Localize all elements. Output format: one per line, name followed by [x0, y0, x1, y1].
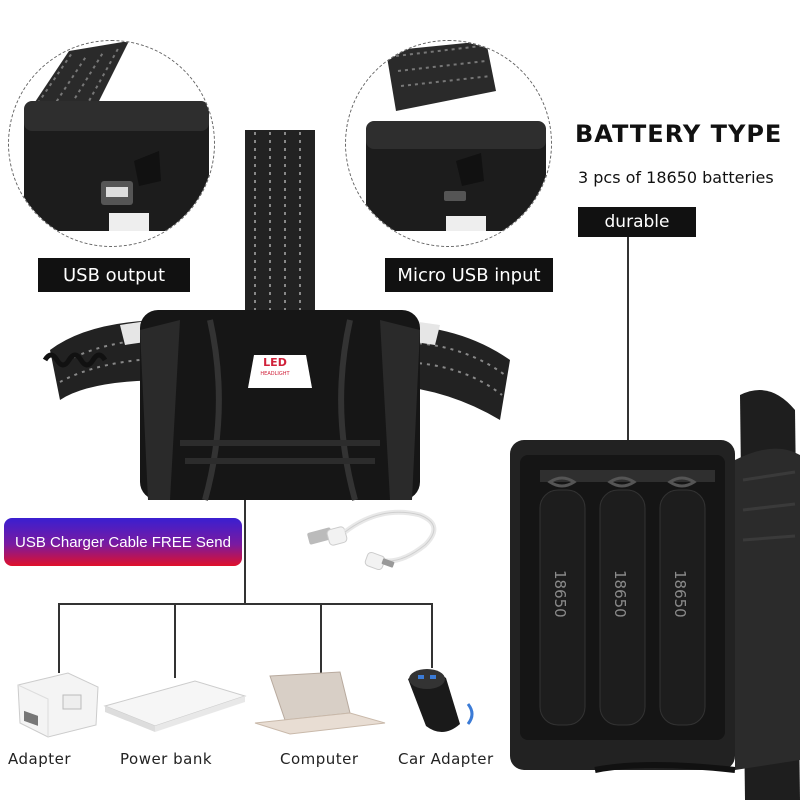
usb-output-label: USB output	[38, 258, 190, 292]
battery-description: 3 pcs of 18650 batteries	[578, 168, 774, 187]
tree-stem-line	[244, 500, 246, 604]
battery-marking-2: 18650	[611, 570, 629, 618]
device-label-adapter: Adapter	[8, 750, 72, 768]
wall-adapter-icon	[17, 672, 99, 738]
battery-marking-3: 18650	[671, 570, 689, 618]
device-label-car-adapter: Car Adapter	[398, 750, 494, 768]
usb-cable-image	[307, 509, 437, 571]
tree-branch-car	[431, 603, 433, 668]
usb-output-detail-image	[24, 41, 209, 231]
device-label-power-bank: Power bank	[120, 750, 213, 768]
tree-branch-adapter	[58, 603, 60, 673]
led-badge-text: LED	[263, 356, 287, 369]
device-label-computer: Computer	[280, 750, 359, 768]
durable-label: durable	[578, 207, 696, 237]
micro-usb-input-label: Micro USB input	[385, 258, 553, 292]
car-charger-icon	[408, 669, 474, 733]
micro-usb-detail-circle	[345, 40, 552, 247]
headlight-badge-text: HEADLIGHT	[260, 371, 290, 377]
headlamp-image	[42, 130, 510, 501]
usb-output-detail-circle	[8, 40, 215, 247]
laptop-icon	[254, 671, 386, 735]
durable-connector-line	[627, 237, 629, 469]
usb-cable-free-banner: USB Charger Cable FREE Send	[4, 518, 242, 566]
power-bank-icon	[103, 680, 247, 732]
battery-compartment-image: 18650 18650 18650	[510, 390, 800, 800]
battery-type-heading: BATTERY TYPE	[575, 120, 783, 148]
tree-branch-powerbank	[174, 603, 176, 678]
tree-branch-computer	[320, 603, 322, 673]
micro-usb-detail-image	[366, 41, 546, 231]
battery-marking-1: 18650	[551, 570, 569, 618]
tree-horizontal-line	[58, 603, 432, 605]
usb-cable-free-text: USB Charger Cable FREE Send	[15, 533, 231, 551]
